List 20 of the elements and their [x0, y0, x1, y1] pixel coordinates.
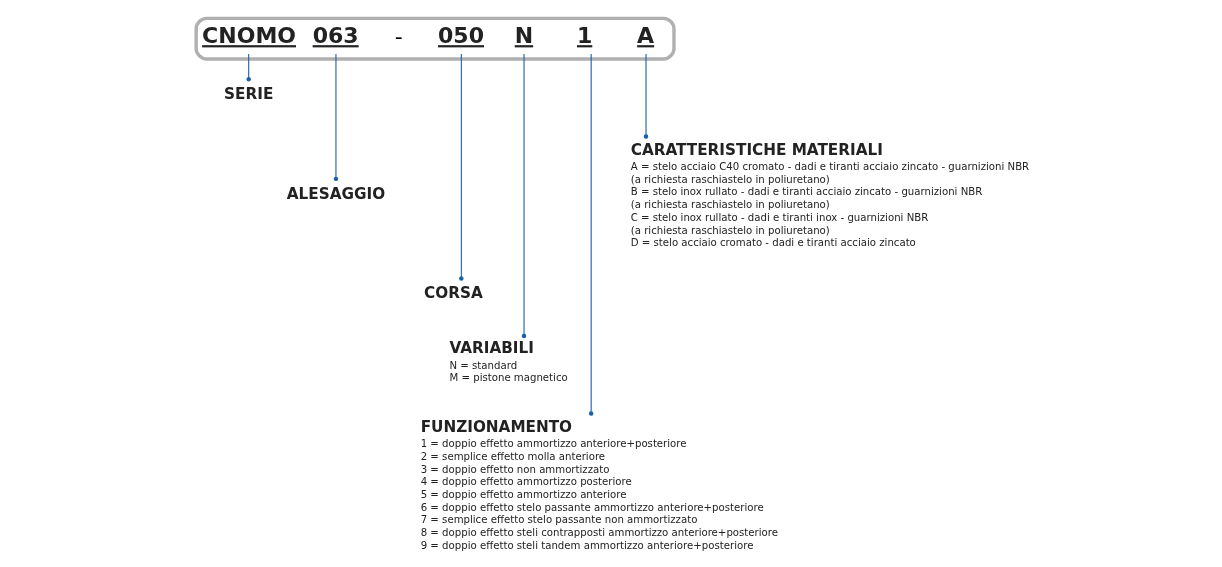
connector: [458, 53, 464, 281]
connector: [521, 53, 526, 339]
label: -: [394, 24, 403, 49]
node-text: CORSA: [423, 284, 483, 303]
connector: [588, 53, 593, 416]
node-text: FUNZIONAMENTO 1 = doppio effetto ammortizzo anteriore+posteriore 2 = semplice effetto molla anteriore 3 = doppio effetto non ammortizzato 4 = doppio effetto ammortizzo posteriore 5 = doppio effetto ammortizzo anteriore 6 = doppio effetto stelo passante ammortizzo anteriore+posteriore 7 = semplice effetto stelo passante non ammortizzato 8 = doppio effetto steli contrapposti ammortizzo anteriore+posteriore 9 = doppio effetto steli tandem ammortizzo anteriore+posteriore: [420, 417, 778, 551]
node-text: SERIE: [223, 85, 273, 104]
node-text: 063: [312, 23, 359, 49]
connector: [643, 53, 648, 139]
connector: [333, 53, 338, 182]
cluster: [193, 16, 676, 61]
node-text: ALESAGGIO: [286, 184, 385, 203]
connector: [245, 53, 251, 82]
node-text: VARIABILI N = standard M = pistone magnetico: [448, 339, 568, 384]
node-text: 050: [437, 23, 484, 49]
node-text: A: [636, 23, 654, 49]
node-text: CARATTERISTICHE MATERIALI A = stelo acciaio C40 cromato - dadi e tiranti acciaio zincato - guarnizioni NBR (a richiesta raschiastelo in poliuretano) B = stelo inox rullato - dadi e tiranti acciaio zincato - guarnizioni NBR (a richiesta raschiastelo in poliuretano) C = stelo inox rullato - dadi e tiranti inox - guarnizioni NBR (a richiesta raschiastelo in poliuretano) D = stelo acciaio cromato - dadi e tiranti acciaio zincato: [630, 140, 1029, 249]
node-text: N: [514, 23, 533, 49]
node-text: 1: [576, 23, 592, 49]
node-text: CNOMO: [201, 23, 296, 49]
